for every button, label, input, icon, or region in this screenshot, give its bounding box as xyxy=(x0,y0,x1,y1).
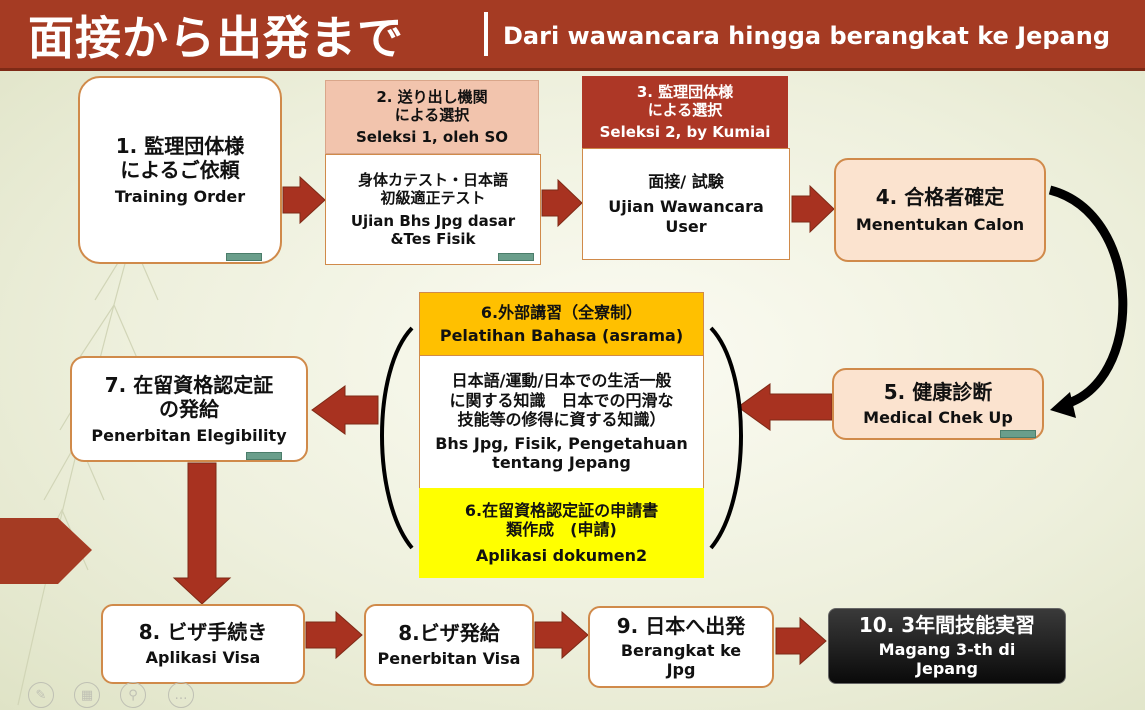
step-6a-body-jp: 日本語/運動/日本での生活一般 に関する知識 日本での円滑な 技能等の修得に資す… xyxy=(449,371,674,430)
step-8b-visa-issuance: 8.ビザ発給 Penerbitan Visa xyxy=(364,604,534,686)
step-3-header: 3. 監理団体様 による選択 Seleksi 2, by Kumiai xyxy=(582,76,788,148)
step-7-note-tag xyxy=(246,452,282,460)
step-6a-body: 日本語/運動/日本での生活一般 に関する知識 日本での円滑な 技能等の修得に資す… xyxy=(419,356,704,488)
step-3-header-id: Seleksi 2, by Kumiai xyxy=(599,122,771,141)
title-indonesian: Dari wawancara hingga berangkat ke Jepan… xyxy=(503,22,1111,50)
step-3-body-id: Ujian Wawancara User xyxy=(608,197,764,236)
step-2-body: 身体カテスト・日本語 初級適正テスト Ujian Bhs Jpg dasar &… xyxy=(325,154,541,265)
step-6a-header-jp: 6.外部講習（全寮制） xyxy=(480,302,643,322)
title-divider xyxy=(484,12,488,56)
step-8b-jp: 8.ビザ発給 xyxy=(398,621,500,646)
step-5-note-tag xyxy=(1000,430,1036,438)
step-5-id: Medical Chek Up xyxy=(863,408,1013,428)
step-8b-id: Penerbitan Visa xyxy=(377,649,521,669)
pen-icon[interactable]: ✎ xyxy=(28,682,54,708)
bracket-left xyxy=(380,326,414,550)
arrow-7-to-8 xyxy=(172,462,232,605)
title-japanese: 面接から出発まで xyxy=(28,11,404,65)
step-4-confirm-candidates: 4. 合格者確定 Menentukan Calon xyxy=(834,158,1046,262)
step-3-body: 面接/ 試験 Ujian Wawancara User xyxy=(582,148,790,260)
more-icon[interactable]: … xyxy=(168,682,194,708)
step-7-eligibility-issuance: 7. 在留資格認定証 の発給 Penerbitan Elegibility xyxy=(70,356,308,462)
step-7-jp: 7. 在留資格認定証 の発給 xyxy=(104,372,274,422)
step-9-departure: 9. 日本へ出発 Berangkat ke Jpg xyxy=(588,606,774,688)
curved-arrow-4-to-5 xyxy=(1048,185,1128,410)
step-2-header: 2. 送り出し機関 による選択 Seleksi 1, oleh SO xyxy=(325,80,539,154)
step-3-header-jp: 3. 監理団体様 による選択 xyxy=(636,83,734,120)
arrow-9-to-10 xyxy=(775,616,827,666)
step-6b-jp: 6.在留資格認定証の申請書 類作成 (申請) xyxy=(464,500,659,540)
step-6a-header-id: Pelatihan Bahasa (asrama) xyxy=(439,325,684,345)
zoom-icon[interactable]: ⚲ xyxy=(120,682,146,708)
step-7-id: Penerbitan Elegibility xyxy=(91,425,287,445)
step-2-body-jp: 身体カテスト・日本語 初級適正テスト xyxy=(357,170,508,208)
decorative-chevron xyxy=(0,518,92,584)
step-10-jp: 10. 3年間技能実習 xyxy=(858,613,1036,638)
step-9-jp: 9. 日本へ出発 xyxy=(616,614,746,639)
step-2-header-jp: 2. 送り出し機関 による選択 xyxy=(376,88,488,125)
grid-icon[interactable]: ▦ xyxy=(74,682,100,708)
step-4-jp: 4. 合格者確定 xyxy=(875,185,1005,210)
step-2-body-id: Ujian Bhs Jpg dasar &Tes Fisik xyxy=(350,211,516,248)
arrow-8a-to-8b xyxy=(305,610,363,660)
step-1-id: Training Order xyxy=(114,186,246,206)
step-5-jp: 5. 健康診断 xyxy=(883,380,993,405)
arrow-5-to-6 xyxy=(737,383,833,431)
step-5-medical-checkup: 5. 健康診断 Medical Chek Up xyxy=(832,368,1044,440)
step-6a-header: 6.外部講習（全寮制） Pelatihan Bahasa (asrama) xyxy=(419,292,704,356)
step-3-body-jp: 面接/ 試験 xyxy=(648,171,724,191)
title-bar: 面接から出発まで Dari wawancara hingga berangkat… xyxy=(0,0,1145,71)
step-8a-jp: 8. ビザ手続き xyxy=(138,620,268,645)
arrow-6-to-7 xyxy=(311,385,379,435)
step-6b-id: Aplikasi dokumen2 xyxy=(475,545,648,565)
arrow-2-to-3 xyxy=(541,178,583,228)
step-1-jp: 1. 監理団体様 によるご依頼 xyxy=(115,133,245,183)
bracket-right xyxy=(709,326,743,550)
step-9-id: Berangkat ke Jpg xyxy=(620,640,742,680)
step-8a-visa-application: 8. ビザ手続き Aplikasi Visa xyxy=(101,604,305,684)
arrow-3-to-4 xyxy=(791,184,835,234)
arrow-1-to-2 xyxy=(282,175,326,225)
step-10-internship: 10. 3年間技能実習 Magang 3-th di Jepang xyxy=(828,608,1066,684)
step-6a-body-id: Bhs Jpg, Fisik, Pengetahuan tentang Jepa… xyxy=(435,433,688,473)
step-8a-id: Aplikasi Visa xyxy=(145,648,261,668)
step-4-id: Menentukan Calon xyxy=(855,215,1025,235)
arrow-8b-to-9 xyxy=(534,610,589,660)
step-2-note-tag xyxy=(498,253,534,261)
step-1-note-tag xyxy=(226,253,262,261)
step-10-id: Magang 3-th di Jepang xyxy=(878,639,1016,679)
step-2-header-id: Seleksi 1, oleh SO xyxy=(356,127,508,146)
step-6b-document-application: 6.在留資格認定証の申請書 類作成 (申請) Aplikasi dokumen2 xyxy=(419,488,704,578)
step-1-training-order: 1. 監理団体様 によるご依頼 Training Order xyxy=(78,76,282,264)
